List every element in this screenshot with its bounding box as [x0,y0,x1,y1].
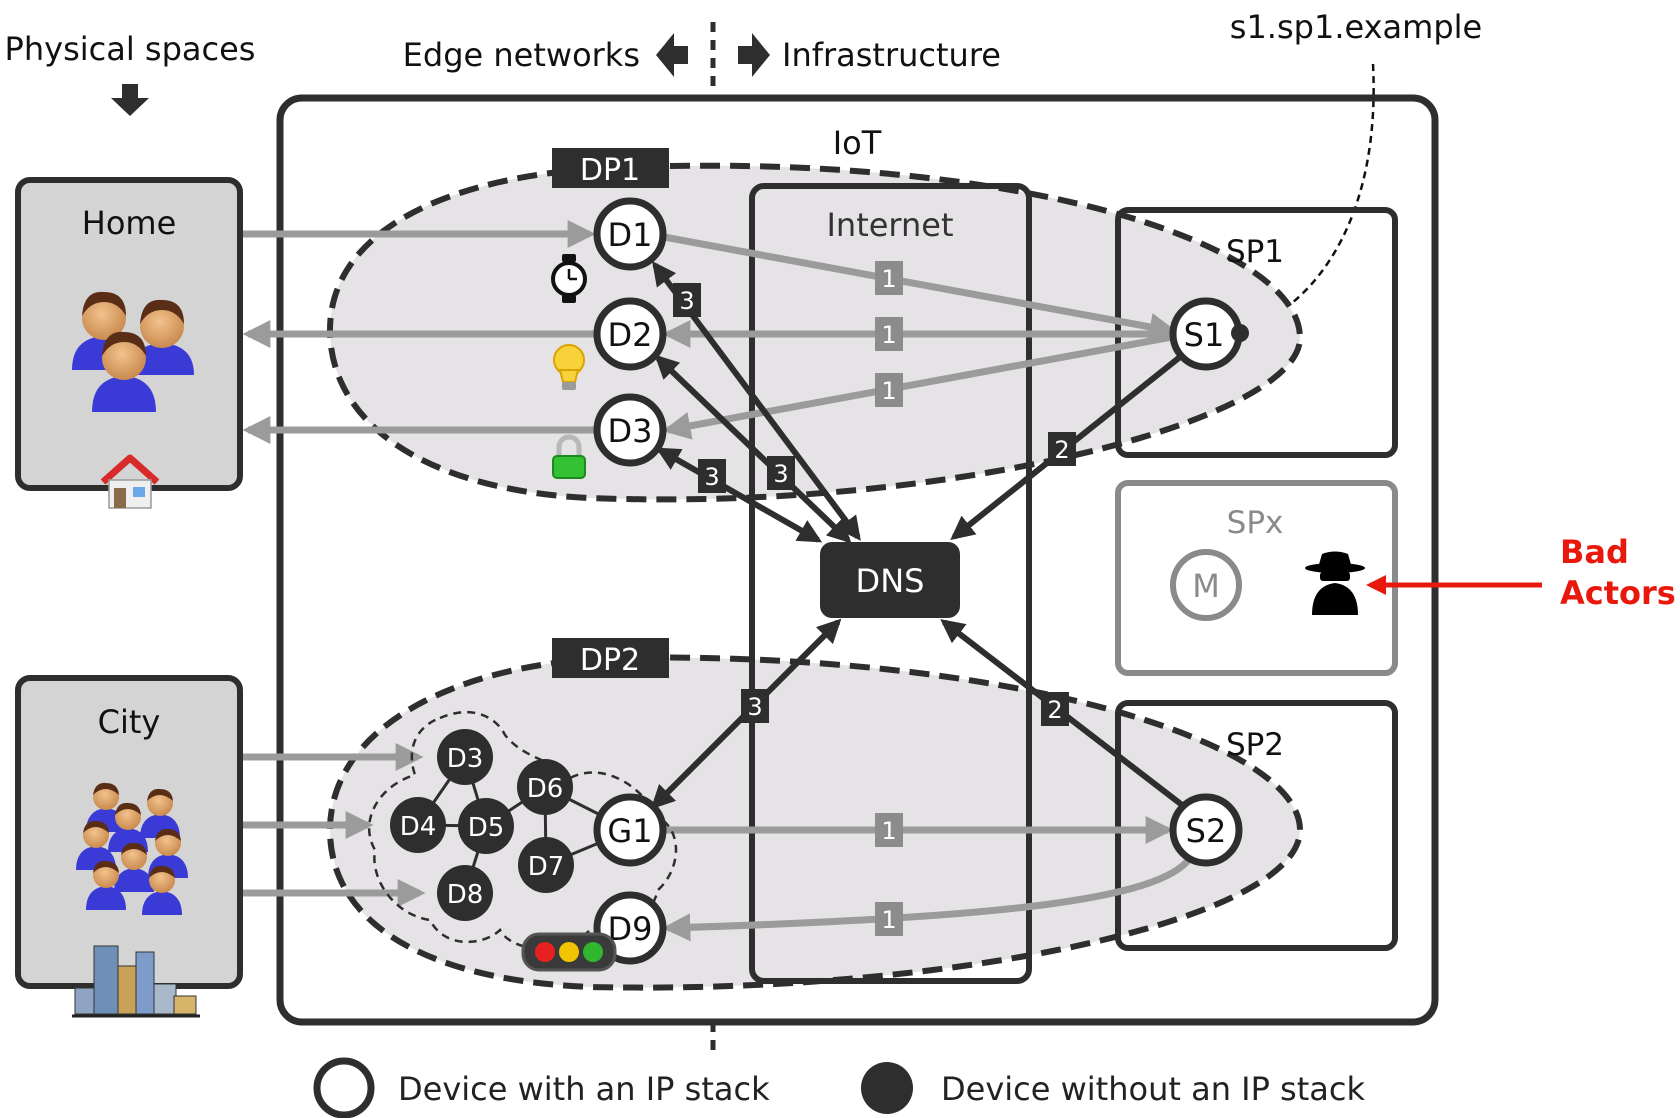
svg-text:D1: D1 [608,216,653,254]
ip-device-d3: D3 [593,393,667,467]
home-label: Home [82,204,177,242]
svg-text:D2: D2 [608,316,653,354]
sp2-label: SP2 [1226,727,1284,763]
domain-name-label: s1.sp1.example [1230,8,1482,46]
svg-text:D4: D4 [400,812,437,842]
s1-endpoint-dot [1231,324,1249,342]
svg-text:2: 2 [1054,436,1069,464]
svg-text:1: 1 [881,906,896,934]
svg-text:3: 3 [747,693,762,721]
non-ip-device-d6: D6 [517,759,573,815]
dp1-tag [552,148,669,188]
sp1-label: SP1 [1226,234,1284,270]
non-ip-device-d8: D8 [437,865,493,921]
down-arrow-icon [111,84,149,116]
watch-icon [551,254,587,303]
iot-boundary [276,94,1439,1026]
svg-text:D9: D9 [608,910,653,948]
svg-text:S1: S1 [1184,316,1225,354]
step-tag-3-d1: 3 [673,283,701,317]
dp1-label: DP1 [580,153,640,188]
malicious-node-m: M [1170,549,1242,621]
step-tag-1-s2-d9: 1 [875,902,903,936]
legend-ip-stack-label: Device with an IP stack [398,1070,770,1108]
legend-ip-stack-swatch [313,1057,375,1118]
left-arrow-icon [656,33,688,77]
d1-to-s1-arrow [663,233,1178,341]
svg-text:M: M [1192,567,1220,605]
svg-text:D3: D3 [608,412,653,450]
bad-actors-label-line2: Actors [1560,574,1676,612]
physical-spaces-label: Physical spaces [5,30,256,68]
dns-server [820,542,960,618]
step-tag-2-s2: 2 [1041,692,1069,726]
people-icon [72,291,194,412]
step-tag-3-g1: 3 [741,689,769,723]
crowd-icon [76,782,188,915]
city-buildings-icon [72,945,200,1018]
svg-text:S2: S2 [1186,812,1227,850]
ip-device-d1: D1 [593,197,667,271]
ip-device-d2: D2 [593,297,667,371]
server-s2: S2 [1169,793,1243,867]
dp2-label: DP2 [580,643,640,678]
svg-text:1: 1 [881,321,896,349]
gateway-g1: G1 [593,793,667,867]
svg-text:1: 1 [881,265,896,293]
internet-label: Internet [826,206,953,244]
light-bulb-icon [553,344,585,390]
step-tag-1-s1-d3: 1 [875,373,903,407]
traffic-light-icon [521,932,617,972]
spx-label: SPx [1227,505,1284,541]
non-ip-device-d7: D7 [518,837,574,893]
non-ip-device-d3: D3 [437,729,493,785]
svg-text:D7: D7 [528,852,565,882]
internet-boundary [749,183,1032,984]
house-icon [100,454,160,509]
mesh-cluster-boundary [368,710,678,951]
svg-text:D3: D3 [447,744,484,774]
svg-text:G1: G1 [607,812,652,850]
svg-text:1: 1 [881,377,896,405]
svg-text:2: 2 [1047,696,1062,724]
data-flow-arrows [242,220,1193,942]
bad-actors-label-line1: Bad [1560,533,1629,571]
svg-text:D6: D6 [527,774,564,804]
legend-no-ip-stack-label: Device without an IP stack [941,1070,1365,1108]
d3-dns-arrow [655,447,823,543]
right-arrow-icon [738,33,770,77]
svg-text:D5: D5 [468,813,505,843]
step-tag-2-s1: 2 [1048,432,1076,466]
iot-label: IoT [833,124,882,162]
spx-box [1115,480,1398,676]
step-tag-3-d2: 3 [767,456,795,490]
infrastructure-label: Infrastructure [782,36,1001,74]
svg-text:3: 3 [773,460,788,488]
spy-icon [1305,551,1365,615]
edge-networks-label: Edge networks [403,36,640,74]
server-s1: S1 [1169,297,1249,371]
svg-text:3: 3 [704,463,719,491]
non-ip-device-d5: D5 [458,798,514,854]
non-ip-device-d4: D4 [390,797,446,853]
step-tag-1-d1-s1: 1 [875,261,903,295]
svg-text:D8: D8 [447,880,484,910]
svg-text:1: 1 [881,817,896,845]
dns-label: DNS [856,562,925,600]
dp2-tag [552,638,669,678]
city-label: City [98,703,161,741]
sp2-box [1115,700,1398,951]
step-tag-1-g1-s2: 1 [875,813,903,847]
s2-to-d9-arrow [662,855,1193,942]
svg-text:3: 3 [679,287,694,315]
step-tag-3-d3: 3 [698,459,726,493]
domain-name-leader [1239,63,1375,335]
step-tag-1-s1-d2: 1 [875,317,903,351]
legend-no-ip-stack-swatch [861,1062,913,1114]
padlock-icon [552,434,586,479]
